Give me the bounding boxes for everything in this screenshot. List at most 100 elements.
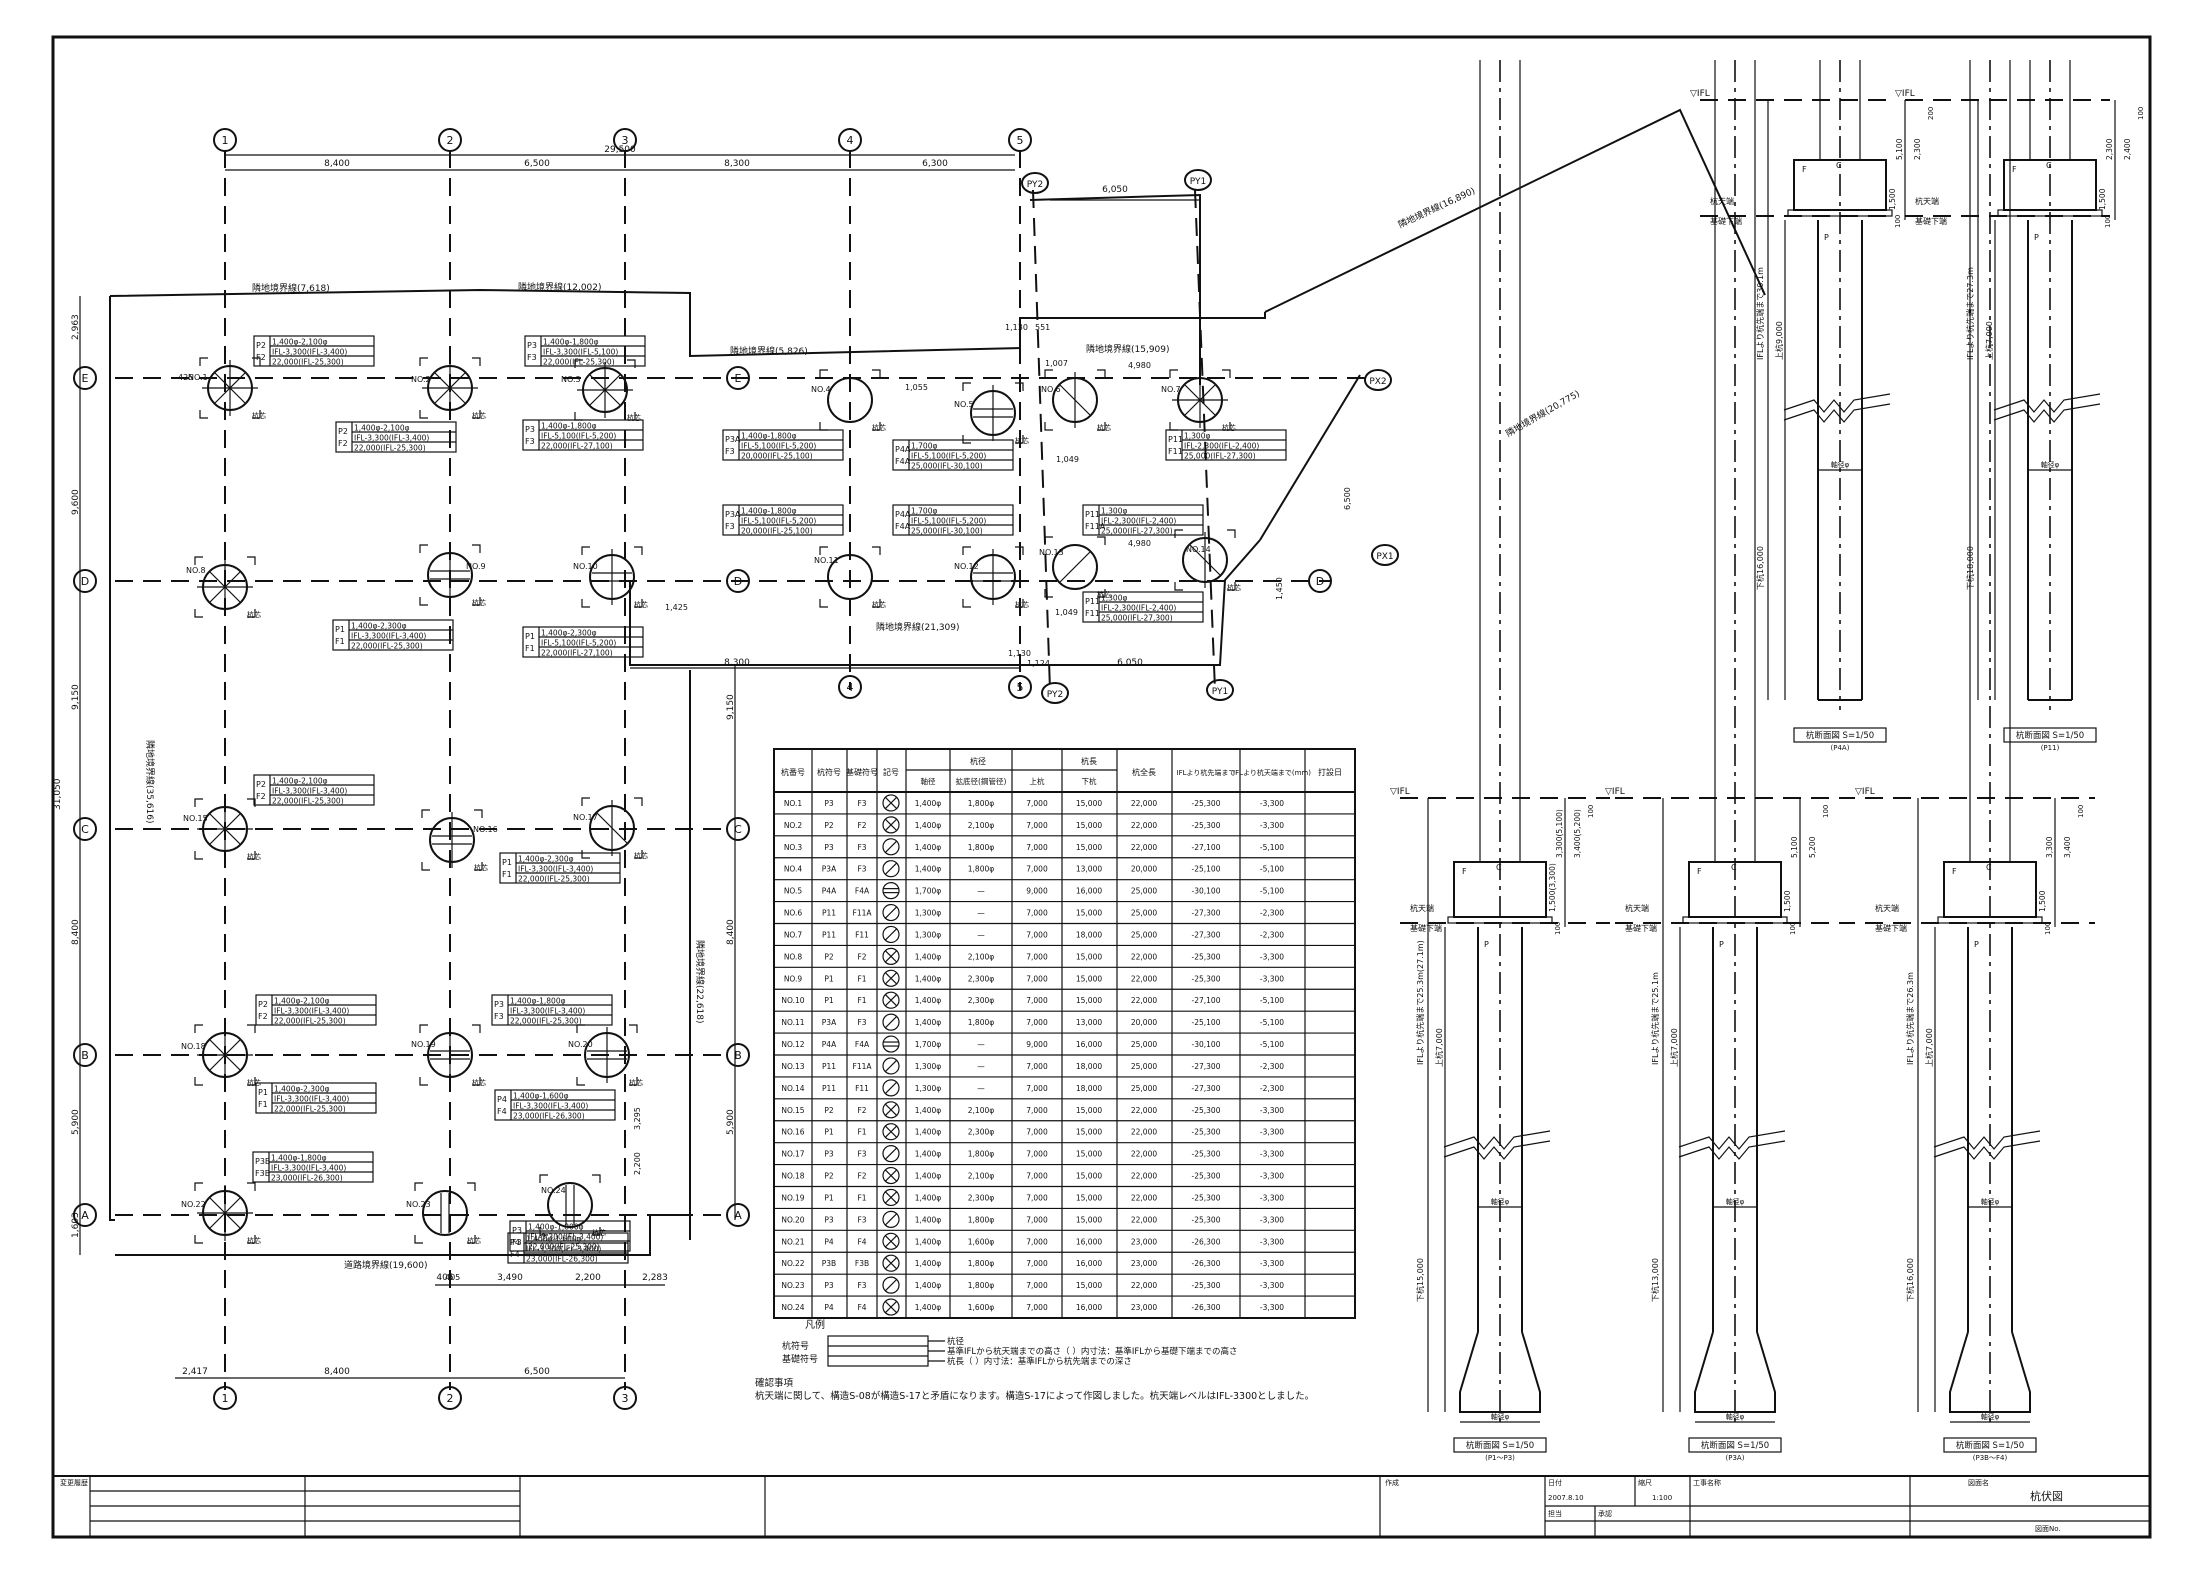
pile-center-mark: 杭芯 — [474, 863, 488, 872]
table-cell: NO.9 — [784, 974, 803, 983]
spec-pile-code: P3 — [527, 341, 537, 350]
table-cell: -26,300 — [1192, 1259, 1221, 1268]
table-cell: -2,300 — [1260, 909, 1284, 918]
section-shaft-mark-p: P — [1824, 233, 1829, 242]
pile-corner-ticks — [581, 546, 643, 608]
table-cell: -5,100 — [1260, 996, 1284, 1005]
table-cell: 18,000 — [1076, 930, 1102, 939]
table-cell: -3,300 — [1260, 1128, 1284, 1137]
table-symbol — [882, 1232, 900, 1250]
table-cell: NO.17 — [781, 1150, 804, 1159]
section-dim-label: 100 — [1587, 805, 1595, 818]
pile-corner-ticks — [962, 546, 1024, 608]
grid-bubble-row-circle — [73, 817, 97, 841]
section-shaft-mark-p: P — [1719, 940, 1724, 949]
table-cell: 22,000 — [1131, 1281, 1157, 1290]
spec-base-code: F4 — [510, 1250, 520, 1259]
table-cell: 15,000 — [1076, 1193, 1102, 1202]
section-ifl-label: ▽IFL — [1855, 787, 1875, 797]
pile-corner-ticks — [1044, 369, 1106, 431]
table-cell: -5,100 — [1260, 1040, 1284, 1049]
dimension-label: 1,124 — [1027, 659, 1050, 668]
section-cap-mark-f: F — [1802, 165, 1807, 174]
table-cell: 7,000 — [1026, 1259, 1048, 1268]
spec-top-level: IFL-5,100(IFL-5,200) — [911, 517, 986, 526]
spec-diameter: 1,400φ-1,800φ — [543, 338, 599, 347]
pile-corner-ticks — [1169, 369, 1231, 431]
spec-diameter: 1,400φ-1,800φ — [528, 1223, 584, 1232]
dimension-label: 6,050 — [1117, 658, 1143, 668]
spec-base-code: F3 — [525, 437, 535, 446]
table-cell: -27,300 — [1192, 1084, 1221, 1093]
table-cell: NO.24 — [781, 1303, 804, 1312]
table-cell: 2,100φ — [968, 1172, 994, 1181]
table-cell: 1,400φ — [915, 1018, 941, 1027]
pile-corner-ticks — [574, 359, 636, 421]
spec-base-code: F4 — [497, 1107, 507, 1116]
table-cell: F1 — [857, 974, 866, 983]
table-cell: 15,000 — [1076, 1172, 1102, 1181]
boundary-label: 隣地境界線(15,909) — [1086, 343, 1170, 355]
table-cell: 1,400φ — [915, 799, 941, 808]
table-cell: -5,100 — [1260, 843, 1284, 852]
spec-diameter: 1,400φ-2,300φ — [351, 622, 407, 631]
section-dim-label: 100 — [1554, 922, 1562, 935]
legend-base-label: 基礎符号 — [782, 1353, 818, 1365]
section-depth-label: IFLより杭先端まで30.1m — [1755, 267, 1765, 360]
table-cell: — — [977, 1040, 985, 1049]
grid-bubble-row-circle — [73, 1043, 97, 1067]
spec-diameter: 1,300φ — [1101, 594, 1127, 603]
spec-diameter: 1,300φ — [1184, 432, 1210, 441]
spec-box-frame — [522, 626, 644, 658]
spec-pile-code: P1 — [335, 625, 345, 634]
table-subheader: 下杭 — [1082, 776, 1098, 786]
spec-length: 22,000(IFL-25,300) — [351, 642, 423, 651]
spec-box: P1F11,400φ-2,300φIFL-5,100(IFL-5,200)22,… — [522, 626, 644, 658]
table-cell: 15,000 — [1076, 799, 1102, 808]
pile-corner-ticks — [414, 1182, 476, 1244]
table-cell: 7,000 — [1026, 865, 1048, 874]
table-cell: 1,600φ — [968, 1237, 994, 1246]
boundary-line-north — [109, 288, 1266, 358]
spec-length: 22,000(IFL-25,300) — [528, 1243, 600, 1252]
table-cell: 16,000 — [1076, 1237, 1102, 1246]
grid-bubble-column-label: 5 — [1017, 681, 1024, 694]
spec-base-code: F1 — [258, 1100, 268, 1109]
pile-number: NO.22 — [181, 1200, 206, 1209]
section-title: 杭断面図 S=1/50 — [1806, 730, 1874, 741]
table-cell: 1,400φ — [915, 1237, 941, 1246]
pile-center-mark: 杭芯 — [247, 1078, 261, 1087]
table-cell: 15,000 — [1076, 1128, 1102, 1137]
grid-line-py2 — [1032, 189, 1051, 691]
table-cell: -27,300 — [1192, 930, 1221, 939]
spec-length: 25,000(IFL-30,100) — [911, 462, 983, 471]
table-cell: NO.23 — [781, 1281, 804, 1290]
table-symbol-hatch — [884, 840, 898, 854]
table-header: 杭番号 — [781, 767, 805, 777]
table-cell: 1,400φ — [915, 952, 941, 961]
table-cell: 1,400φ — [915, 974, 941, 983]
table-cell: 1,800φ — [968, 1150, 994, 1159]
pile-number: NO.5 — [954, 400, 974, 409]
table-symbol-hatch — [884, 1278, 898, 1292]
grid-bubble-row-circle — [73, 1203, 97, 1227]
spec-pile-code: P11 — [1168, 435, 1183, 444]
dimension-label: 1,007 — [1045, 359, 1068, 368]
grid-bubble-row-circle — [73, 366, 97, 390]
section-neck-label: 軸径φ — [1726, 1197, 1745, 1206]
table-cell: 1,400φ — [915, 1150, 941, 1159]
table-cell: F2 — [857, 952, 866, 961]
table-cell: 22,000 — [1131, 1150, 1157, 1159]
grid-bubble-column-label: 1 — [222, 134, 229, 147]
table-cell: 2,300φ — [968, 974, 994, 983]
table-cell: 7,000 — [1026, 1084, 1048, 1093]
section-dim-label: 100 — [1789, 922, 1797, 935]
pile-center-mark: 杭芯 — [247, 1236, 261, 1245]
table-cell: 1,400φ — [915, 843, 941, 852]
table-symbol-hatch — [884, 1256, 898, 1270]
table-cell: 15,000 — [1076, 996, 1102, 1005]
